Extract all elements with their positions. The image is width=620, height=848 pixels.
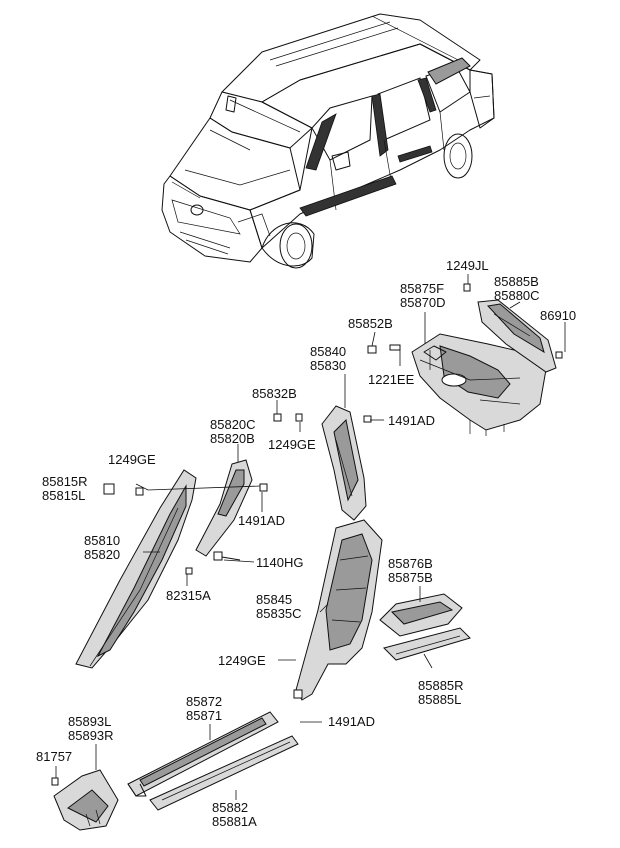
label-1249GE-bot: 1249GE bbox=[218, 653, 266, 668]
door-scuff-trim bbox=[127, 711, 279, 797]
rear-scuff-plate bbox=[383, 627, 471, 661]
label-85872: 85872 bbox=[186, 694, 222, 709]
label-85845: 85845 bbox=[256, 592, 292, 607]
label-1221EE: 1221EE bbox=[368, 372, 415, 387]
cowl-side-trim bbox=[51, 769, 119, 831]
label-85893R: 85893R bbox=[68, 728, 114, 743]
label-85832B: 85832B bbox=[252, 386, 297, 401]
label-85830: 85830 bbox=[310, 358, 346, 373]
label-85810: 85810 bbox=[84, 533, 120, 548]
center-pillar-upper-trim bbox=[273, 405, 372, 521]
front-pillar-lower-trim bbox=[75, 469, 197, 669]
label-86910: 86910 bbox=[540, 308, 576, 323]
rear-quarter-trim bbox=[411, 333, 549, 436]
rear-pillar-trim bbox=[477, 299, 557, 373]
label-85815L: 85815L bbox=[42, 488, 85, 503]
vehicle-illustration bbox=[161, 13, 495, 269]
label-85875B: 85875B bbox=[388, 570, 433, 585]
label-1249GE-mid: 1249GE bbox=[268, 437, 316, 452]
label-85876B: 85876B bbox=[388, 556, 433, 571]
label-85885B: 85885B bbox=[494, 274, 539, 289]
label-85835C: 85835C bbox=[256, 606, 302, 621]
label-1249JL: 1249JL bbox=[446, 258, 489, 273]
label-1140HG: 1140HG bbox=[256, 555, 303, 570]
scuff-plate-lower bbox=[149, 735, 299, 811]
clips-rear bbox=[367, 283, 563, 359]
label-1491AD-top: 1491AD bbox=[388, 413, 435, 428]
leader-lines bbox=[55, 274, 566, 800]
label-85852B: 85852B bbox=[348, 316, 393, 331]
label-85815R: 85815R bbox=[42, 474, 88, 489]
label-82315A: 82315A bbox=[166, 588, 211, 603]
label-85875F: 85875F bbox=[400, 281, 444, 296]
label-1249GE-left: 1249GE bbox=[108, 452, 156, 467]
label-85870D: 85870D bbox=[400, 295, 446, 310]
part-number-labels: 1249JL 85885B 85880C 85875F 85870D 86910… bbox=[36, 258, 576, 829]
label-85820C: 85820C bbox=[210, 417, 256, 432]
label-85880C: 85880C bbox=[494, 288, 540, 303]
label-85885R: 85885R bbox=[418, 678, 464, 693]
label-85885L: 85885L bbox=[418, 692, 461, 707]
label-85881A: 85881A bbox=[212, 814, 257, 829]
label-81757: 81757 bbox=[36, 749, 72, 764]
cargo-trim-panel bbox=[379, 593, 463, 637]
center-pillar-lower-trim bbox=[293, 519, 383, 701]
label-85871: 85871 bbox=[186, 708, 222, 723]
front-pillar-upper-trim bbox=[195, 459, 268, 561]
label-85840: 85840 bbox=[310, 344, 346, 359]
label-85820: 85820 bbox=[84, 547, 120, 562]
label-85893L: 85893L bbox=[68, 714, 111, 729]
label-1491AD-bot: 1491AD bbox=[328, 714, 375, 729]
label-85882: 85882 bbox=[212, 800, 248, 815]
label-85820B: 85820B bbox=[210, 431, 255, 446]
label-1491AD-mid: 1491AD bbox=[238, 513, 285, 528]
